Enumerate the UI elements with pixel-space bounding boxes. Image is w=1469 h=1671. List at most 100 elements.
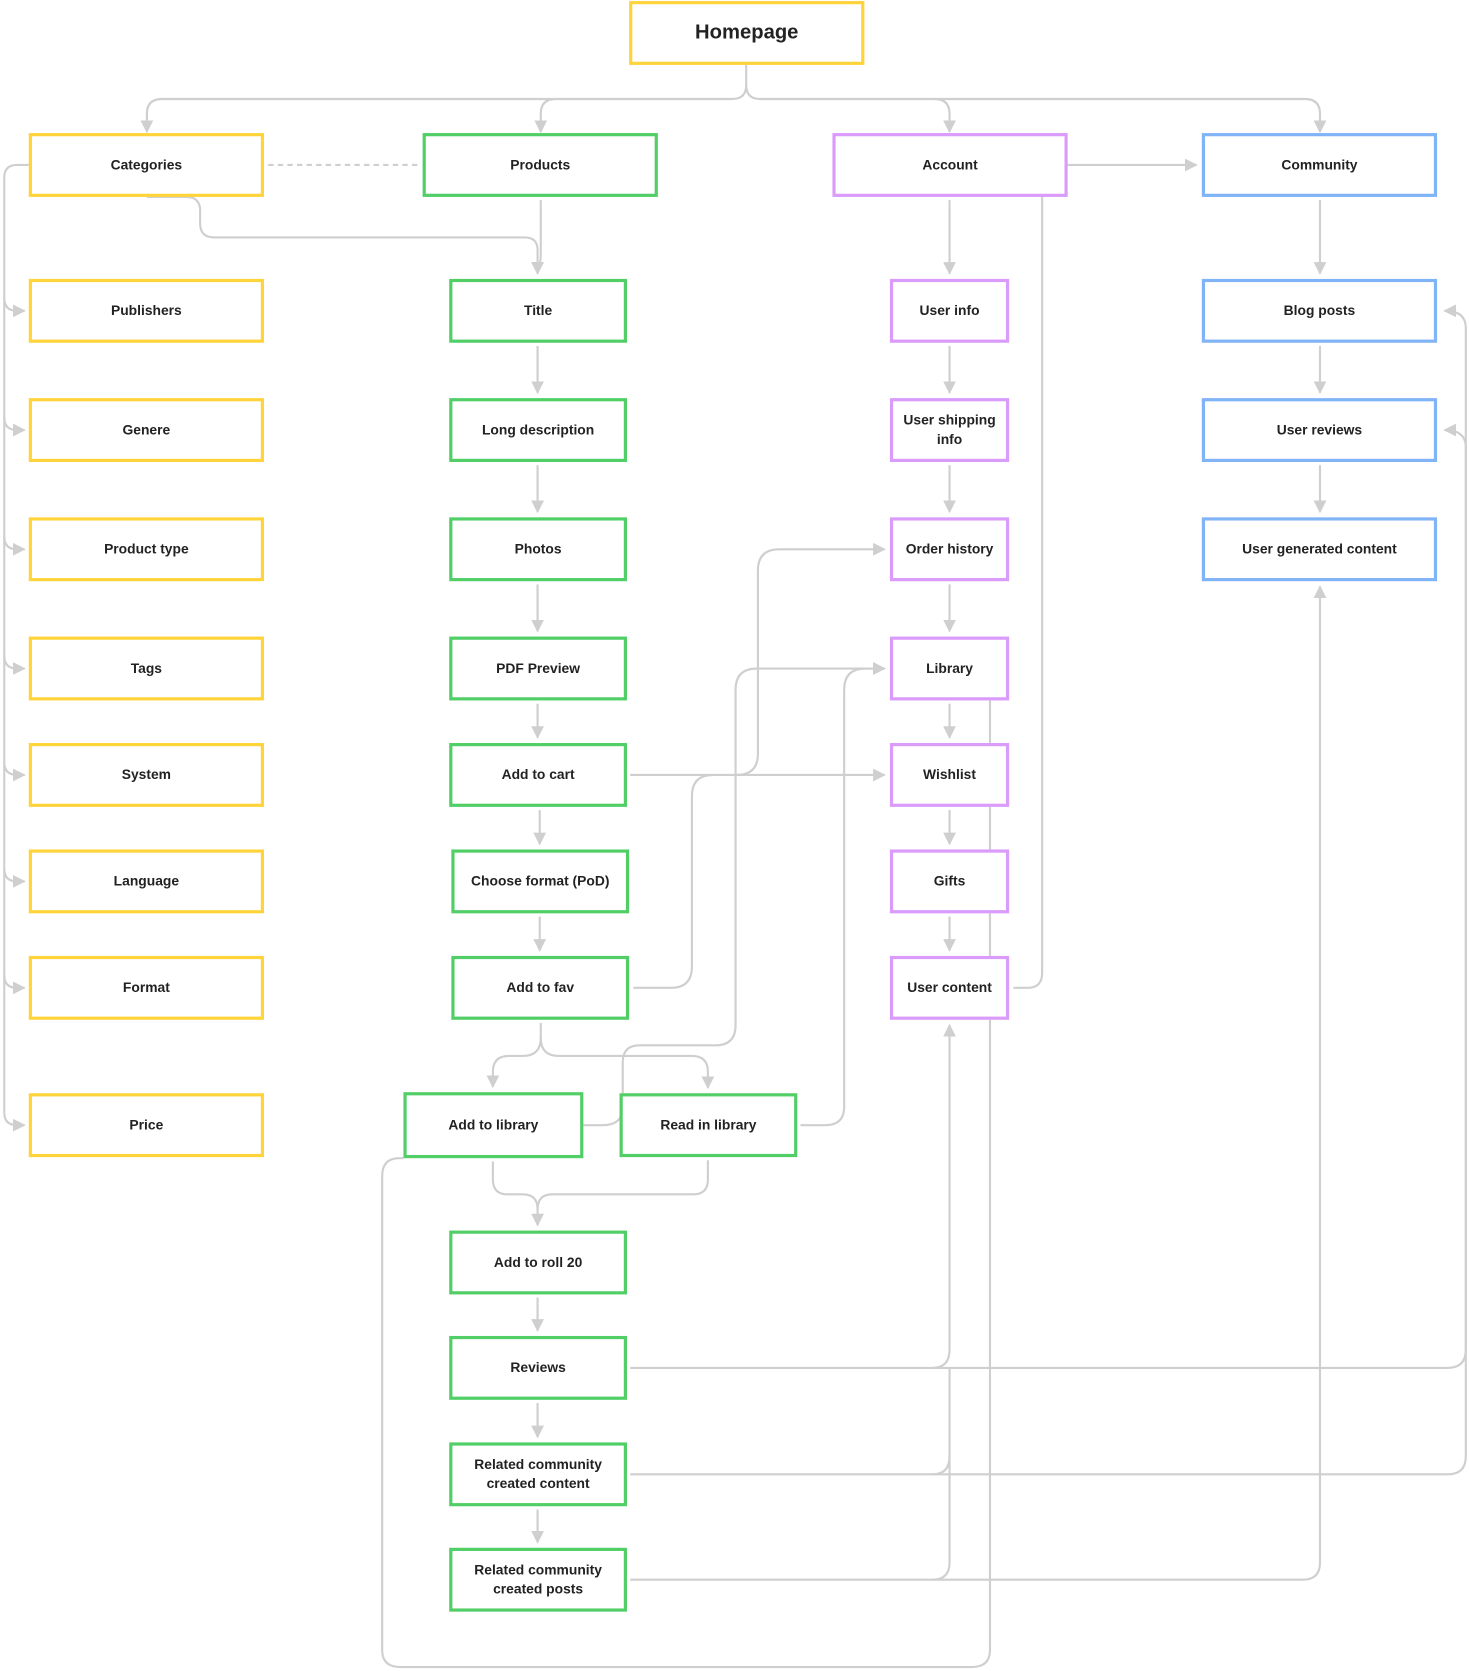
node-label: Wishlist [923,766,976,783]
node-label: Language [113,872,180,889]
node-label: Add to library [448,1116,539,1133]
node-label: Order history [905,540,994,557]
edge-categories-title [146,195,544,275]
node-label: Long description [481,421,595,438]
node-add-to-library[interactable]: Add to library [403,1092,584,1159]
edge-addlib-loop-library [381,662,1009,1669]
node-label: Account [922,156,978,173]
node-add-to-fav[interactable]: Add to fav [451,955,630,1020]
node-label: Related community created content [474,1456,602,1492]
node-library[interactable]: Library [889,636,1010,701]
node-label: Library [926,659,973,676]
node-label: Homepage [695,21,799,44]
node-label: Product type [104,540,189,557]
edge-cart-orderhistory [736,542,886,777]
node-user-content[interactable]: User content [889,955,1010,1020]
node-pdf-preview[interactable]: PDF Preview [449,636,627,701]
edge-categories-language [3,868,26,888]
node-related-content[interactable]: Related community created content [449,1442,627,1507]
node-wishlist[interactable]: Wishlist [889,743,1010,807]
edge-categories-system [3,762,26,782]
edge-categories-genere [3,417,26,437]
node-label: PDF Preview [496,659,581,676]
node-user-shipping-info[interactable]: User shipping info [889,398,1010,462]
node-label: User generated content [1242,540,1397,557]
node-products[interactable]: Products [422,133,658,197]
edge-usercontent-community [1013,158,1198,989]
node-label: Community [1281,156,1358,173]
node-genere[interactable]: Genere [28,398,264,462]
edge-categories-tags [3,655,26,675]
node-label: User reviews [1276,421,1363,438]
node-label: Title [524,302,553,319]
node-user-reviews[interactable]: User reviews [1201,398,1438,462]
node-user-info[interactable]: User info [889,278,1010,343]
node-label: Tags [130,659,163,676]
edge-categories-price [3,1112,26,1132]
node-publishers[interactable]: Publishers [28,278,264,343]
edge-reviews-usercontent [630,1023,956,1369]
edge-categories-product-type [3,536,26,556]
node-tags[interactable]: Tags [28,636,264,701]
node-add-to-cart[interactable]: Add to cart [449,743,627,807]
node-label: Price [129,1116,164,1133]
node-reviews[interactable]: Reviews [449,1335,627,1400]
node-blog-posts[interactable]: Blog posts [1201,278,1438,343]
node-label: Add to roll 20 [493,1253,583,1270]
node-community[interactable]: Community [1201,133,1438,197]
node-label: System [121,766,171,783]
node-photos[interactable]: Photos [449,517,627,582]
edge-products-title [531,200,544,275]
node-account[interactable]: Account [832,133,1068,197]
node-language[interactable]: Language [28,849,264,914]
edge-readlib-library [800,662,886,1127]
edge-fav-wishlist [633,773,714,989]
node-label: Gifts [933,872,966,889]
node-label: Format [122,979,170,996]
node-label: Publishers [110,302,182,319]
node-label: Genere [122,421,171,438]
node-label: Blog posts [1283,302,1356,319]
node-label: Products [510,156,571,173]
node-price[interactable]: Price [28,1093,264,1158]
node-product-type[interactable]: Product type [28,517,264,582]
node-label: Read in library [660,1116,757,1133]
node-read-in-library[interactable]: Read in library [619,1093,798,1158]
node-system[interactable]: System [28,743,264,807]
edge-readlib-roll20 [536,1160,709,1210]
edge-fav-readlib [539,1037,715,1090]
node-long-description[interactable]: Long description [449,398,627,462]
edge-categories-format [3,975,26,995]
node-label: Reviews [510,1359,566,1376]
node-order-history[interactable]: Order history [889,517,1010,582]
node-label: Choose format (PoD) [471,872,610,889]
edge-categories-publishers [3,298,26,318]
node-homepage[interactable]: Homepage [629,1,865,65]
node-label: Add to fav [506,979,575,996]
edge-related-userreviews [630,423,1467,1476]
edge-categories-spine [3,163,29,1113]
node-title[interactable]: Title [449,278,627,343]
edge-fav-library [486,1022,542,1089]
node-related-posts[interactable]: Related community created posts [449,1547,627,1612]
node-label: Add to cart [501,766,575,783]
edge-home-community [934,97,1327,134]
node-categories[interactable]: Categories [28,133,264,197]
node-label: Photos [514,540,562,557]
edge-home-products [534,97,556,134]
node-label: User shipping info [903,411,996,448]
node-label: Related community created posts [474,1561,602,1597]
node-label: Categories [110,156,183,173]
node-user-generated-content[interactable]: User generated content [1201,517,1438,582]
edge-home-account [745,85,956,134]
node-label: User content [907,979,992,996]
node-choose-format[interactable]: Choose format (PoD) [451,849,630,914]
node-format[interactable]: Format [28,955,264,1020]
edge-posts-usercontent [932,1367,951,1581]
node-add-to-roll20[interactable]: Add to roll 20 [449,1230,627,1295]
edge-addlib-roll20 [491,1161,544,1227]
edge-related-usercontent [932,1456,951,1476]
node-gifts[interactable]: Gifts [889,849,1010,914]
